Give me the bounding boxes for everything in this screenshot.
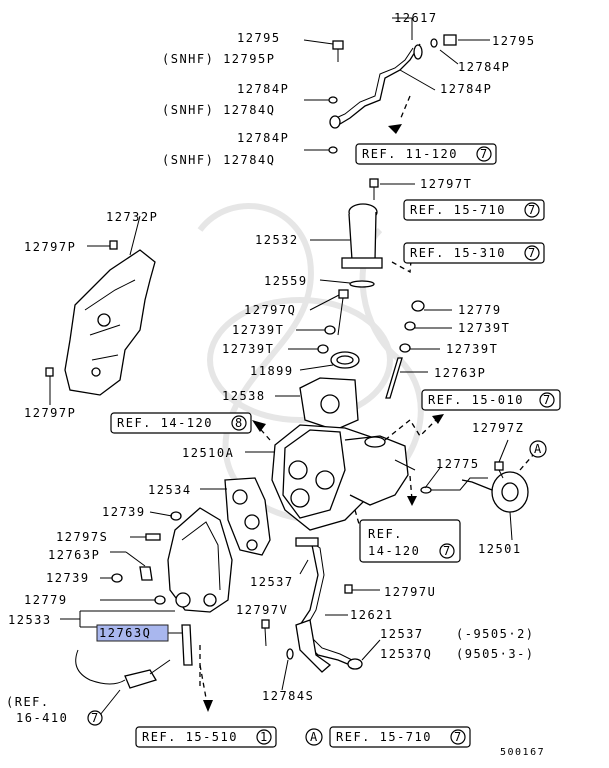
svg-text:REF. 15-710: REF. 15-710: [410, 203, 506, 217]
label-date-range-b: (9505·3-): [456, 647, 535, 661]
oil-pipe-12621: [261, 537, 381, 691]
ref-box-15-710-top[interactable]: REF. 15-710 7: [403, 199, 545, 221]
svg-text:REF. 15-310: REF. 15-310: [410, 246, 506, 260]
figure-number: 500167: [500, 747, 545, 758]
label-12732p: 12732P: [106, 210, 158, 224]
label-12739t-c: 12739T: [222, 342, 274, 356]
label-date-range-a: (-9505·2): [456, 627, 535, 641]
svg-text:8: 8: [235, 416, 244, 430]
label-ref-16-410-b: 16-410: [16, 711, 68, 725]
label-12537-a: 12537: [250, 575, 294, 589]
svg-text:REF. 15-510: REF. 15-510: [142, 730, 238, 744]
ref-box-11-120[interactable]: REF. 11-120 7: [355, 143, 497, 165]
svg-text:7: 7: [91, 711, 100, 725]
label-11899: 11899: [250, 364, 294, 378]
svg-text:7: 7: [528, 246, 537, 260]
label-12534: 12534: [148, 483, 192, 497]
label-12797v: 12797V: [236, 603, 288, 617]
label-12739t-d: 12739T: [446, 342, 498, 356]
label-12537-b: 12537: [380, 627, 424, 641]
label-ref-16-410-a: (REF.: [6, 695, 50, 709]
svg-text:A: A: [534, 442, 543, 456]
svg-text:REF.: REF.: [368, 527, 403, 541]
part-labels: 12795 (SNHF) 12795P 12617 12795 12784P 1…: [6, 11, 545, 758]
highlight-12763q: [96, 624, 169, 642]
svg-text:14-120: 14-120: [368, 544, 420, 558]
svg-text:7: 7: [480, 147, 489, 161]
svg-text:REF. 11-120: REF. 11-120: [362, 147, 458, 161]
label-12795p: (SNHF) 12795P: [162, 52, 275, 66]
label-12784p-a: 12784P: [458, 60, 510, 74]
label-12797s: 12797S: [56, 530, 108, 544]
oxygen-sensor: [75, 649, 171, 716]
callout-a-upper: A: [529, 440, 547, 458]
label-12739t-b: 12739T: [458, 321, 510, 335]
ref-box-15-010[interactable]: REF. 15-010 7: [421, 389, 561, 411]
turbocharger-assembly-12510a: [245, 414, 444, 546]
label-12797q: 12797Q: [244, 303, 296, 317]
label-12784q-b: (SNHF) 12784Q: [162, 153, 275, 167]
ref-box-14-120-upper[interactable]: REF. 14-120 8: [110, 412, 252, 434]
label-12784q-a: (SNHF) 12784Q: [162, 103, 275, 117]
ref-box-15-310[interactable]: REF. 15-310 7: [403, 242, 545, 264]
svg-text:A: A: [310, 730, 319, 744]
label-12795: 12795: [237, 31, 281, 45]
label-12784p-b: 12784P: [237, 82, 289, 96]
exhaust-elbow-12533: [60, 507, 233, 712]
label-12775: 12775: [436, 457, 480, 471]
ref-box-15-510[interactable]: REF. 15-510 1: [135, 726, 277, 748]
label-12797u: 12797U: [384, 585, 436, 599]
wastegate-actuator-12501: [407, 439, 534, 541]
bolt-12797t: [369, 178, 415, 200]
label-12784s: 12784S: [262, 689, 314, 703]
svg-text:REF. 15-710: REF. 15-710: [336, 730, 432, 744]
svg-text:1: 1: [260, 730, 269, 744]
label-12739-a: 12739: [102, 505, 146, 519]
svg-text:REF. 15-010: REF. 15-010: [428, 393, 524, 407]
label-12739t-a: 12739T: [232, 323, 284, 337]
label-12533: 12533: [8, 613, 52, 627]
label-12797p-top: 12797P: [24, 240, 76, 254]
label-12763p-a: 12763P: [434, 366, 486, 380]
label-12763q: 12763Q: [99, 626, 151, 640]
ref-box-14-120-lower[interactable]: REF. 14-120 7: [359, 519, 461, 563]
gasket-12534: [200, 477, 271, 556]
label-12763p-b: 12763P: [48, 548, 100, 562]
oil-feed-pipe-group: [303, 17, 490, 154]
label-12739-b: 12739: [46, 571, 90, 585]
svg-text:REF. 14-120: REF. 14-120: [117, 416, 213, 430]
label-12797t: 12797T: [420, 177, 472, 191]
label-12532: 12532: [255, 233, 299, 247]
label-12779-bottom: 12779: [24, 593, 68, 607]
label-12537q: 12537Q: [380, 647, 432, 661]
svg-text:7: 7: [543, 393, 552, 407]
label-12797z: 12797Z: [472, 421, 524, 435]
label-12617: 12617: [394, 11, 438, 25]
heat-shield-12732p: [45, 215, 156, 405]
label-12784p-d: 12784P: [237, 131, 289, 145]
label-12559: 12559: [264, 274, 308, 288]
label-12621: 12621: [350, 608, 394, 622]
svg-text:7: 7: [528, 203, 537, 217]
svg-text:7: 7: [443, 544, 452, 558]
fasteners-upper-middle: [275, 289, 452, 431]
label-12784p-c: 12784P: [440, 82, 492, 96]
label-12795-right: 12795: [492, 34, 536, 48]
callout-a-lower: A: [305, 728, 323, 746]
ref-box-15-710-bottom[interactable]: REF. 15-710 7: [329, 726, 471, 748]
label-12510a: 12510A: [182, 446, 234, 460]
label-12501: 12501: [478, 542, 522, 556]
label-12797p-bottom: 12797P: [24, 406, 76, 420]
label-12779-top: 12779: [458, 303, 502, 317]
label-12538: 12538: [222, 389, 266, 403]
svg-text:7: 7: [454, 730, 463, 744]
